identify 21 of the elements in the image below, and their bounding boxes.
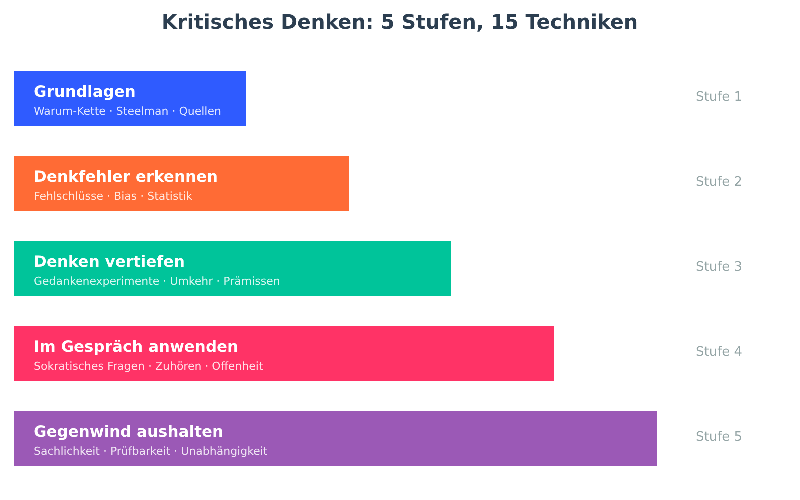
step-bar: [14, 326, 554, 381]
step-label: Stufe 1: [696, 90, 743, 105]
technique-list: Sachlichkeit · Prüfbarkeit · Unabhängigkeit: [34, 445, 268, 458]
step-bar: [14, 156, 349, 211]
step-title: Denkfehler erkennen: [34, 168, 218, 186]
step-bar: [14, 71, 246, 126]
step-title: Gegenwind aushalten: [34, 423, 224, 441]
step-label: Stufe 2: [696, 175, 743, 190]
step-bar: [14, 411, 657, 466]
step-title: Grundlagen: [34, 83, 136, 101]
step-title: Denken vertiefen: [34, 253, 186, 271]
technique-list: Gedankenexperimente · Umkehr · Prämissen: [34, 275, 280, 288]
step-bar: [14, 241, 451, 296]
step-label: Stufe 3: [696, 260, 743, 275]
step-label: Stufe 5: [696, 430, 743, 445]
technique-list: Fehlschlüsse · Bias · Statistik: [34, 190, 192, 203]
technique-list: Sokratisches Fragen · Zuhören · Offenheit: [34, 360, 264, 373]
step-title: Im Gespräch anwenden: [34, 338, 239, 356]
chart-title: Kritisches Denken: 5 Stufen, 15 Techniken: [160, 10, 640, 34]
step-label: Stufe 4: [696, 345, 743, 360]
technique-list: Warum-Kette · Steelman · Quellen: [34, 105, 222, 118]
